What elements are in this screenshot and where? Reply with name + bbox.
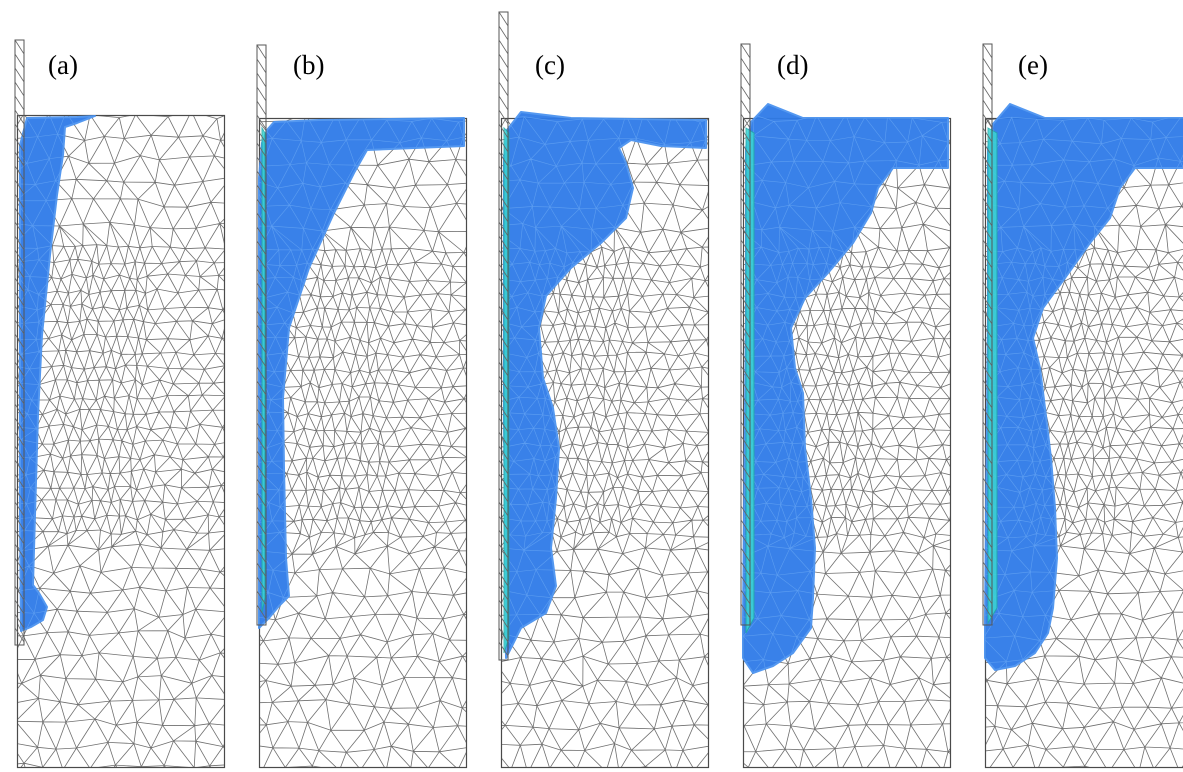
panel-a: (a)	[14, 39, 226, 769]
panel-a-label: (a)	[48, 50, 78, 80]
panel-c: (c)	[498, 11, 710, 769]
panel-e: (e)	[982, 43, 1183, 769]
panel-c-shape	[498, 11, 707, 661]
panel-d-tool	[740, 43, 751, 626]
panel-c-tool	[498, 11, 509, 661]
panel-a-tool	[14, 39, 25, 646]
panel-c-label: (c)	[535, 50, 565, 80]
panel-d-deformed-region	[742, 103, 949, 674]
panel-b-label: (b)	[293, 50, 324, 80]
panel-e-tool	[982, 43, 993, 626]
panel-d-shape	[740, 43, 949, 674]
panel-e-label: (e)	[1018, 50, 1048, 80]
panel-a-border	[16, 114, 226, 769]
panel-b-tool	[256, 44, 267, 626]
panel-b-shear-band	[261, 126, 266, 614]
panel-b-deformed-region	[258, 117, 465, 629]
panel-e-shape	[982, 43, 1183, 671]
panel-b: (b)	[256, 44, 468, 769]
panel-e-deformed-region	[984, 103, 1183, 671]
panel-d: (d)	[740, 43, 952, 769]
panel-d-label: (d)	[777, 50, 808, 80]
panel-a-deformed-region	[19, 115, 96, 632]
